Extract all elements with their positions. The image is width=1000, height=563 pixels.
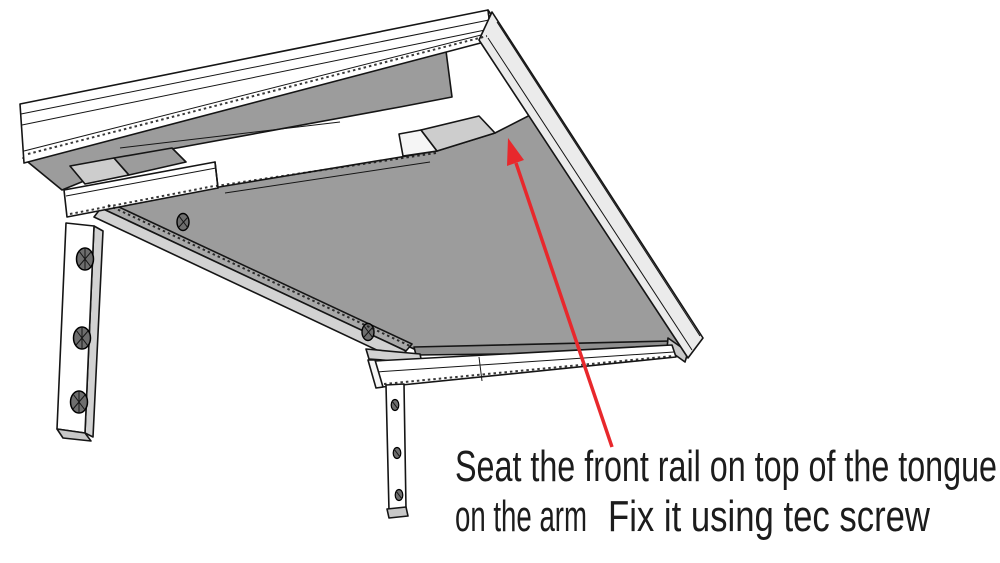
right-bracket [365, 344, 677, 519]
screw [75, 247, 95, 271]
left-arm-tongue [69, 147, 187, 185]
annotation-arrow [507, 138, 614, 448]
screw [390, 398, 400, 412]
left-post-foot-cap [56, 428, 92, 442]
screw [176, 212, 190, 232]
serrated-edges [27, 35, 674, 385]
panel-top-edge-line [224, 161, 431, 194]
screw [69, 390, 89, 414]
side-edge-lines [487, 21, 701, 351]
tongue-face [420, 115, 496, 152]
screw [394, 488, 404, 502]
arrowhead-icon [507, 138, 524, 166]
right-arm-rail-end-cap [367, 359, 384, 389]
arrow-line [514, 162, 614, 448]
arm-rail-end-cut [214, 161, 219, 189]
screw [361, 322, 375, 342]
right-arm-rail-lines [375, 351, 675, 382]
right-post-foot-cap [386, 506, 409, 519]
screw [72, 326, 92, 350]
shelf-underside-panel [105, 109, 687, 353]
side-edge-strip [478, 11, 704, 359]
arm-rail-edge-line [65, 167, 217, 197]
left-bracket-post [56, 222, 104, 442]
panel-face [105, 109, 687, 353]
front-tongue-on-arm [398, 115, 496, 157]
shelf-side-edge [478, 11, 704, 359]
annotation-text: Seat the front rail on top of the tongue… [455, 442, 997, 541]
screw [392, 446, 402, 460]
left-bracket-arm-rail [63, 161, 219, 218]
annotation-line-1: Seat the front rail on top of the tongue [455, 442, 997, 491]
annotation-line-2a: on the arm [455, 492, 587, 541]
annotation-line-2b: Fix it using tec screw [608, 492, 930, 541]
front-rail-chamfer-lines [20, 19, 491, 152]
left-tongue-seat-outline [113, 147, 187, 176]
front-rail-underside-edge-line [119, 121, 341, 149]
